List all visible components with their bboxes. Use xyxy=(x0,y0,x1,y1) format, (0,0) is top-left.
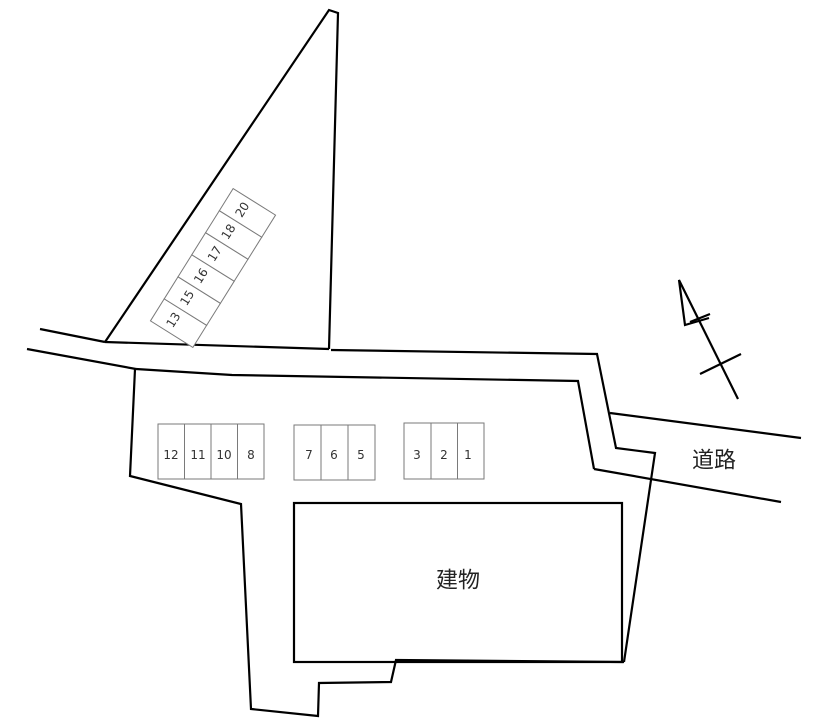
parking-slot-7 xyxy=(293,424,322,481)
slot-label: 10 xyxy=(216,448,231,462)
building-outline xyxy=(292,501,624,664)
access-road-inner-edge xyxy=(135,367,596,470)
slot-label: 18 xyxy=(219,222,239,242)
slot-label: 16 xyxy=(191,266,211,286)
building-label: 建物 xyxy=(436,569,480,594)
parking-row-west: 12 11 10 8 xyxy=(157,423,265,480)
slot-label: 11 xyxy=(190,448,205,462)
slot-label: 7 xyxy=(305,448,313,462)
west-road-edge-north xyxy=(39,327,106,344)
slot-label: 8 xyxy=(247,448,255,462)
parking-slot-5 xyxy=(347,424,376,481)
parking-row-center: 7 6 5 xyxy=(293,424,376,481)
parking-slot-8 xyxy=(237,423,265,480)
north-boundary xyxy=(330,348,657,663)
triangle-lot-boundary xyxy=(104,8,340,350)
parking-slot-12 xyxy=(157,423,185,480)
lot-boundary xyxy=(128,368,625,718)
slot-label: 2 xyxy=(440,448,448,462)
slot-label: 1 xyxy=(464,448,472,462)
east-road-edge-south xyxy=(593,467,782,504)
parking-slot-6 xyxy=(320,424,349,481)
slot-label: 5 xyxy=(357,448,365,462)
parking-slot-3 xyxy=(403,422,432,480)
triangle-base-line xyxy=(104,340,330,351)
slot-label: 6 xyxy=(330,448,338,462)
west-road-edge-south xyxy=(26,347,137,371)
slot-label: 15 xyxy=(177,288,197,308)
parking-slot-2 xyxy=(430,422,458,480)
parking-slot-11 xyxy=(184,423,212,480)
parking-slot-1 xyxy=(457,422,485,480)
parking-row-diagonal: 13 15 16 17 18 20 xyxy=(149,187,277,349)
slot-label: 12 xyxy=(163,448,178,462)
parking-slot-20 xyxy=(218,187,277,238)
slot-label: 17 xyxy=(205,244,225,264)
slot-label: 3 xyxy=(413,448,421,462)
road-label: 道路 xyxy=(692,449,736,474)
slot-label: 20 xyxy=(232,200,252,220)
east-road-edge-north xyxy=(609,411,802,440)
parking-row-east: 3 2 1 xyxy=(403,422,485,480)
slot-label: 13 xyxy=(163,310,183,330)
north-arrow-icon xyxy=(677,279,742,400)
